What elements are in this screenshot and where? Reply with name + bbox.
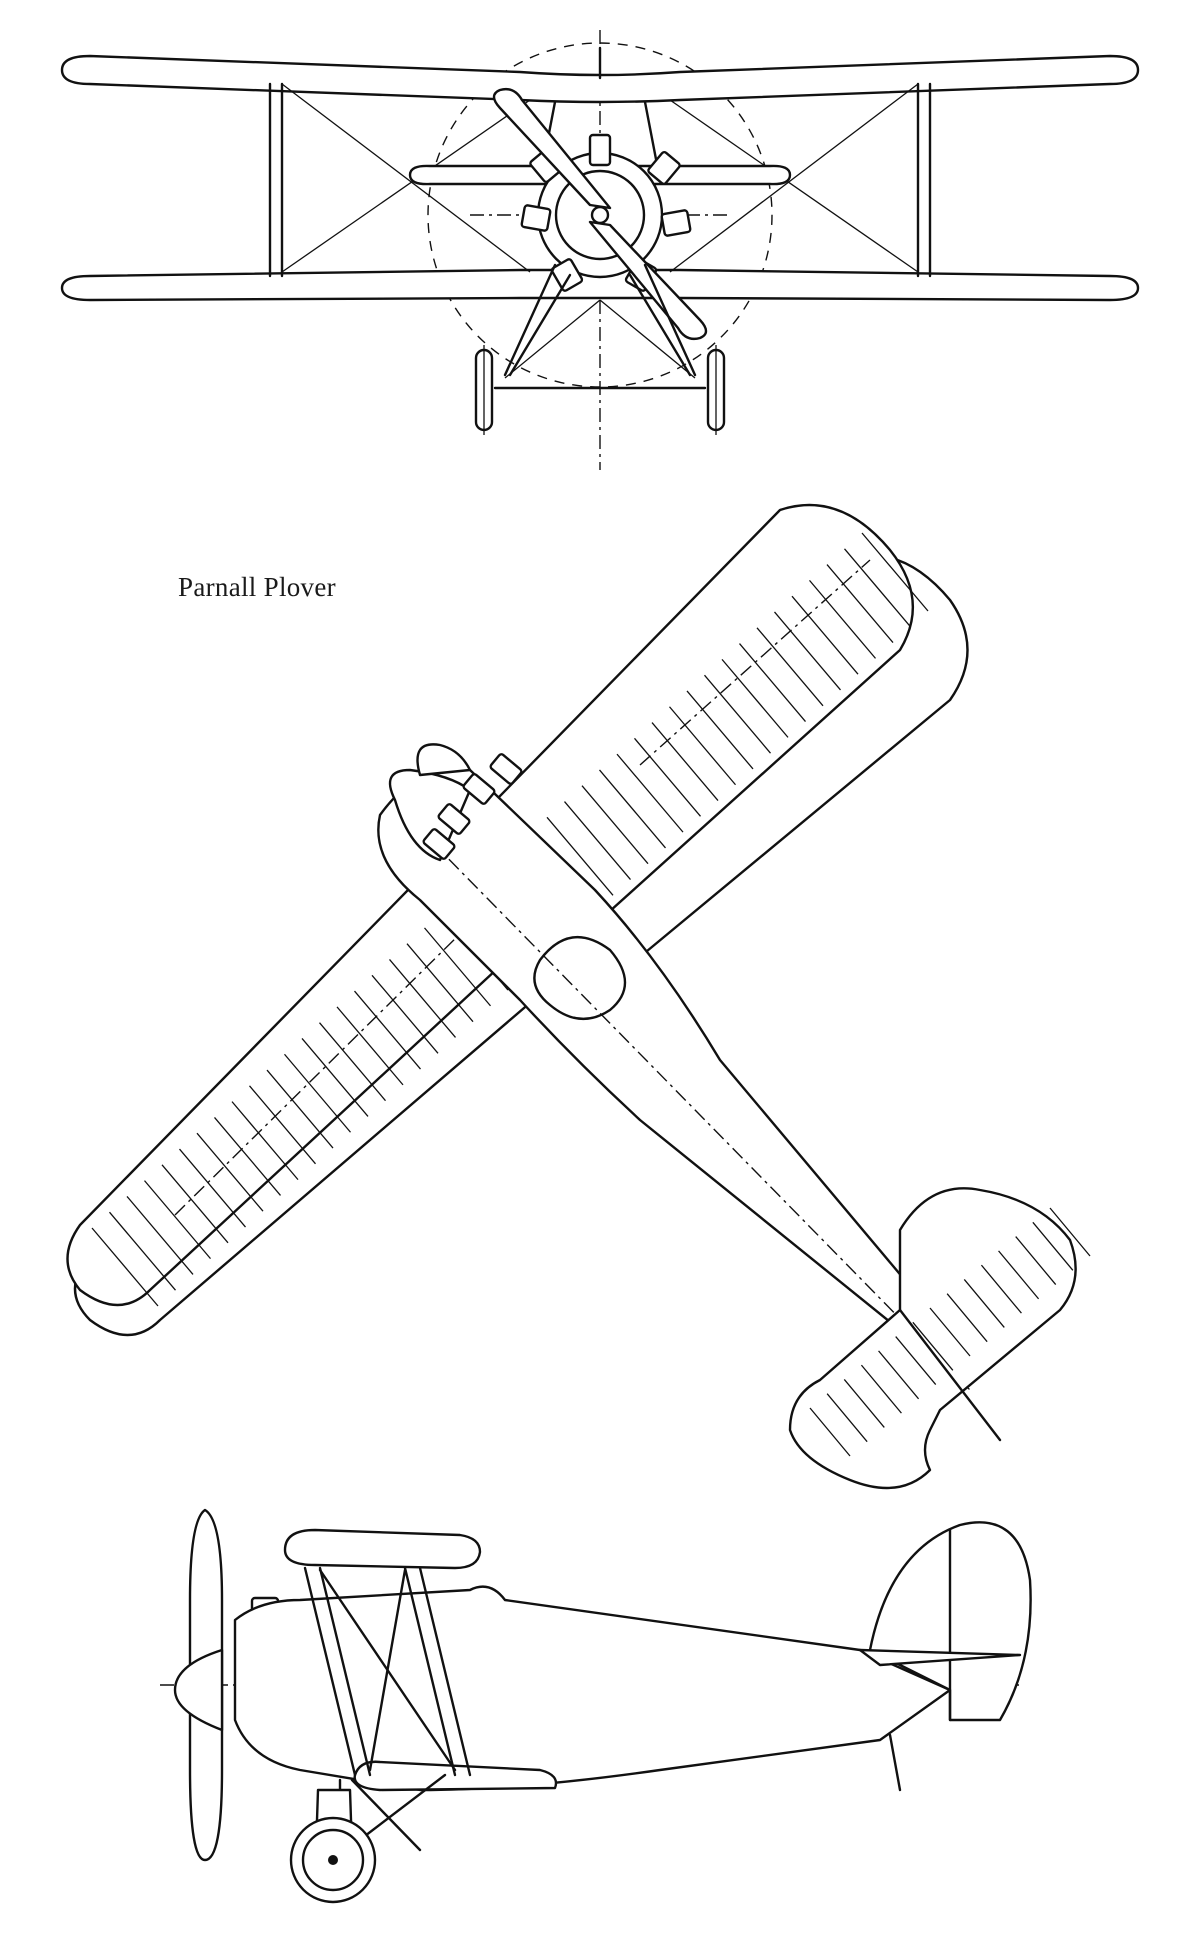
plan-engine-cowl	[388, 768, 472, 862]
tail-rib-line	[980, 1264, 1022, 1314]
wing-rib-line	[319, 1022, 386, 1102]
wing-rib-line	[809, 579, 876, 659]
wing-rib-line	[791, 595, 859, 675]
side-spinner	[173, 1648, 224, 1732]
tail-rib-line	[860, 1364, 902, 1414]
plan-view	[66, 503, 1091, 1490]
wing-rib-line	[721, 658, 789, 738]
wing-rib-line	[739, 643, 806, 722]
tail-rib-line	[826, 1393, 868, 1443]
front-view	[60, 30, 1140, 470]
tail-rib-line	[1049, 1207, 1091, 1257]
wing-rib-line	[756, 627, 824, 707]
wing-rib-line	[546, 816, 614, 896]
tail-rib-line	[895, 1336, 937, 1385]
wing-rib-line	[406, 943, 474, 1023]
side-upper-wing	[283, 1528, 482, 1570]
tail-rib-line	[912, 1321, 954, 1371]
wing-rib-line	[844, 548, 911, 628]
front-lower-wing	[60, 268, 1140, 302]
wing-rib-line	[249, 1085, 316, 1165]
tail-rib-line	[843, 1379, 885, 1428]
wing-rib-line	[634, 737, 701, 817]
wing-rib-line	[389, 959, 456, 1038]
tail-rib-line	[1032, 1221, 1074, 1271]
wing-rib-line	[301, 1038, 369, 1117]
wing-rib-line	[179, 1148, 246, 1228]
side-view	[160, 1508, 1032, 1904]
wing-rib-line	[669, 706, 736, 786]
wing-rib-line	[616, 753, 684, 833]
side-fuselage	[233, 1585, 952, 1792]
front-propeller	[492, 87, 612, 210]
wing-rib-line	[861, 532, 929, 612]
tail-rib-line	[809, 1407, 851, 1457]
plan-tailplane	[788, 1187, 1077, 1490]
wing-rib-line	[196, 1132, 264, 1212]
wing-rib-line	[231, 1101, 299, 1181]
wing-rib-line	[109, 1211, 176, 1291]
wing-rib-line	[144, 1180, 211, 1260]
wing-rib-line	[284, 1053, 351, 1133]
wing-rib-line	[564, 801, 631, 880]
wing-rib-line	[336, 1006, 404, 1086]
tail-rib-line	[929, 1307, 971, 1357]
plan-tail-ribs	[809, 1207, 1091, 1457]
wing-rib-line	[354, 990, 421, 1070]
wing-rib-line	[774, 611, 841, 691]
wing-rib-line	[126, 1195, 194, 1275]
wing-rib-line	[704, 674, 771, 754]
tail-rib-line	[963, 1279, 1005, 1328]
wing-rib-line	[424, 927, 491, 1007]
wing-rib-line	[161, 1164, 229, 1244]
tail-rib-line	[1015, 1236, 1057, 1285]
wing-rib-line	[599, 769, 666, 849]
wing-rib-line	[826, 564, 894, 644]
wing-rib-line	[371, 974, 439, 1054]
wing-rib-line	[581, 785, 649, 865]
aircraft-name-label: Parnall Plover	[178, 572, 336, 602]
wing-rib-line	[266, 1069, 334, 1149]
wing-rib-line	[686, 690, 754, 770]
tail-rib-line	[878, 1350, 920, 1400]
tail-rib-line	[998, 1250, 1040, 1300]
tail-rib-line	[946, 1293, 988, 1343]
plan-engine-cylinders	[422, 753, 523, 860]
wing-rib-line	[651, 722, 719, 801]
wing-rib-line	[214, 1117, 281, 1196]
wing-rib-line	[91, 1227, 159, 1307]
